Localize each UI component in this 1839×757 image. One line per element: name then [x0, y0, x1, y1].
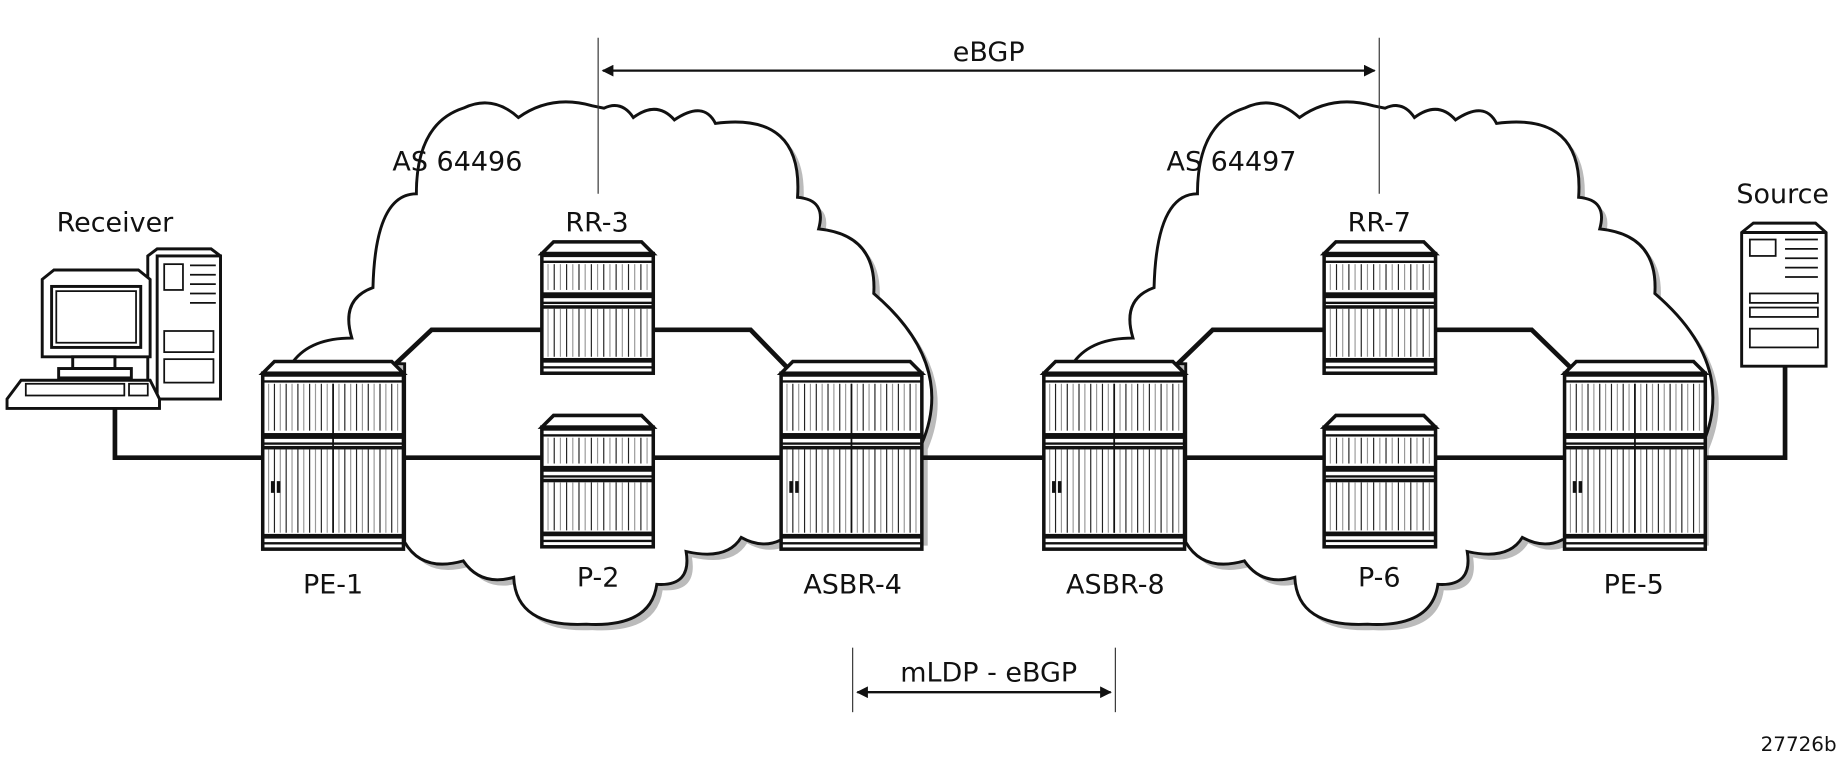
- p2-router-icon: [537, 413, 658, 549]
- pe1-router-icon: [258, 359, 408, 551]
- rr3-router-icon: [537, 240, 658, 375]
- asbr4-router-icon: [776, 359, 927, 551]
- p6-router-icon: [1319, 413, 1440, 549]
- label-p6: P-6: [1358, 563, 1401, 594]
- ebgp-annotation: eBGP: [597, 37, 1380, 194]
- routers: [258, 240, 1710, 551]
- label-asbr8: ASBR-8: [1066, 570, 1165, 601]
- mldp-label: mLDP - eBGP: [900, 658, 1077, 689]
- label-pe5: PE-5: [1604, 570, 1664, 601]
- pe5-router-icon: [1560, 359, 1710, 551]
- link-main: [112, 366, 1788, 461]
- as-right-label: AS 64497: [1167, 146, 1297, 177]
- label-p2: P-2: [577, 563, 620, 594]
- mldp-annotation: mLDP - eBGP: [852, 647, 1116, 713]
- label-rr3: RR-3: [565, 207, 628, 238]
- clouds: [290, 100, 1719, 631]
- asbr8-router-icon: [1039, 359, 1189, 551]
- receiver-label: Receiver: [57, 207, 175, 238]
- ebgp-label: eBGP: [953, 37, 1025, 68]
- source-server-icon: [1740, 221, 1828, 368]
- figure-id: 27726b: [1761, 733, 1837, 756]
- label-asbr4: ASBR-4: [803, 570, 902, 601]
- receiver-computer-icon: [5, 247, 222, 410]
- as-left-label: AS 64496: [392, 146, 522, 177]
- label-pe1: PE-1: [303, 570, 363, 601]
- rr7-router-icon: [1319, 240, 1440, 375]
- label-rr7: RR-7: [1348, 207, 1411, 238]
- node-labels: PE-1 P-2 RR-3 ASBR-4 ASBR-8 P-6 RR-7 PE-…: [303, 207, 1664, 600]
- source-label: Source: [1736, 179, 1829, 210]
